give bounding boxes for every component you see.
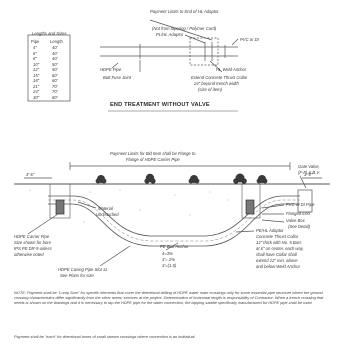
- right-pit: [241, 183, 261, 219]
- section-label-dim-r: 3'-6": [304, 172, 313, 177]
- leader-pvc: [231, 38, 239, 46]
- table-cell: 24": [33, 89, 40, 94]
- soil-stipple: [29, 189, 271, 229]
- table-cell: 50': [52, 67, 58, 72]
- top-label-extend3: (size of item): [198, 87, 222, 92]
- thrust-collar: [189, 37, 219, 66]
- section-label-casing: HDPE Casing Pipe Slot 11: [58, 267, 108, 272]
- table-cell: 80': [52, 94, 58, 100]
- section-label-gate2: (F-F) & B.V.: [298, 170, 321, 175]
- bore-upper: [48, 195, 300, 237]
- top-label-butt: Butt Fuse Joint: [103, 75, 131, 80]
- detail-title: END TREATMENT WITHOUT VALVE: [110, 102, 210, 108]
- section-label-limits2: Flange of HDPE Carrier Pipe: [126, 157, 180, 162]
- table-cell: 18": [33, 78, 40, 83]
- table-frame: [27, 34, 71, 102]
- section-label-carrier3: IPS PE DR-9 unless: [14, 246, 52, 251]
- leader-anchor: [209, 60, 223, 73]
- vegetation: [95, 173, 268, 184]
- section-label-casing2: See Plans for size: [60, 273, 94, 278]
- table-title: Lengths and Sizes: [32, 31, 67, 36]
- section-label-pe: PE Bud Anchor: [160, 244, 189, 249]
- top-label-anchor: HL Weld Anchor: [216, 67, 247, 72]
- table-cell: 40': [52, 56, 58, 61]
- table-cell: 40': [52, 45, 58, 50]
- top-label-limits: Payment Limits to End of HL Adaptor: [150, 9, 219, 14]
- section-label-limits: Payment Limits for Bid Item shall be Fla…: [110, 151, 196, 156]
- section-label-pvc: PVC or DI Pipe: [286, 202, 315, 207]
- right-collar: [245, 199, 255, 215]
- leader-flex: [184, 34, 206, 44]
- top-label-extend2: 24" beyond trench width: [194, 81, 239, 86]
- section-label-flange: Flanged End: [286, 211, 310, 216]
- table-cell: 60': [52, 72, 58, 78]
- table-cell: 15": [33, 72, 40, 78]
- section-label-carrier: HDPE Carrier Pipe: [14, 234, 50, 239]
- section-label-conc3: at 6" on center, each way,: [256, 246, 304, 251]
- table-cell: 4": [33, 45, 37, 50]
- leader-hdpe: [111, 62, 119, 69]
- top-label-extend: Extend Concrete Thrust Collar: [191, 75, 248, 80]
- section-label-conc5: extend 12" min. above: [256, 258, 298, 263]
- top-label-flex: (Not from tapering / Polymer Card): [152, 26, 217, 31]
- section-label-conc4: shall have Collar shall: [256, 252, 297, 257]
- table-cell: 70': [52, 89, 58, 94]
- section-label-dim: 3'-6": [26, 172, 35, 177]
- section-label-carrier4: otherwise noted: [14, 252, 44, 257]
- table-cell: 30": [33, 94, 40, 100]
- section-label-material: Material: [98, 206, 113, 211]
- table-cell: 12": [33, 67, 40, 72]
- valve-box: [297, 189, 313, 213]
- table-cell: 8": [33, 56, 37, 61]
- section-label-gate: Gate Valve,: [298, 164, 320, 169]
- table-header-a: Pipe: [31, 39, 40, 44]
- section-label-carrier2: Size shown for bore: [14, 240, 52, 245]
- section-label-conc2: 12" thick with No. 5 Bars: [256, 240, 302, 245]
- left-pit: [49, 183, 71, 219]
- section-label-material2: Undisturbed: [96, 212, 119, 217]
- section-label-valve: Valve Box: [286, 218, 305, 223]
- note-1: NOTE: Payment shall be "Lump Sum" for sp…: [14, 290, 324, 306]
- top-label-hdpe: HDPE Pipe: [100, 67, 122, 72]
- table-header-b: Length: [50, 39, 63, 44]
- leader-limits: [149, 19, 213, 41]
- table-cell: 40': [52, 50, 58, 56]
- section-label-pe3: 3'= 2%: [162, 257, 175, 262]
- table-cell: 21": [33, 83, 40, 89]
- top-label-flex2: PL/HL Adaptor: [156, 32, 184, 37]
- leader-gate: [299, 175, 307, 189]
- section-label-pe2: 4=3%: [162, 251, 173, 256]
- section-label-valve2: (See Detail): [288, 224, 311, 229]
- section-label-pe4: 3'=(1.5): [162, 263, 177, 268]
- table-cell: 50': [52, 61, 58, 67]
- table-cell: 60': [52, 78, 58, 83]
- left-collar: [55, 199, 65, 215]
- note-2: Payment shall be "each" for directional …: [14, 334, 195, 339]
- bore-lower: [48, 203, 300, 247]
- table-cell: 10": [33, 61, 40, 67]
- table-cell: 6": [33, 50, 37, 56]
- section-label-conc: Concrete Thrust Collar: [256, 234, 299, 239]
- section-label-pehl: PE/HL Adaptor: [256, 228, 284, 233]
- table-cell: 70': [52, 83, 58, 89]
- section-label-conc6: and below Weld Anchor: [256, 264, 300, 269]
- top-label-pvc: PVC or DI: [240, 37, 259, 42]
